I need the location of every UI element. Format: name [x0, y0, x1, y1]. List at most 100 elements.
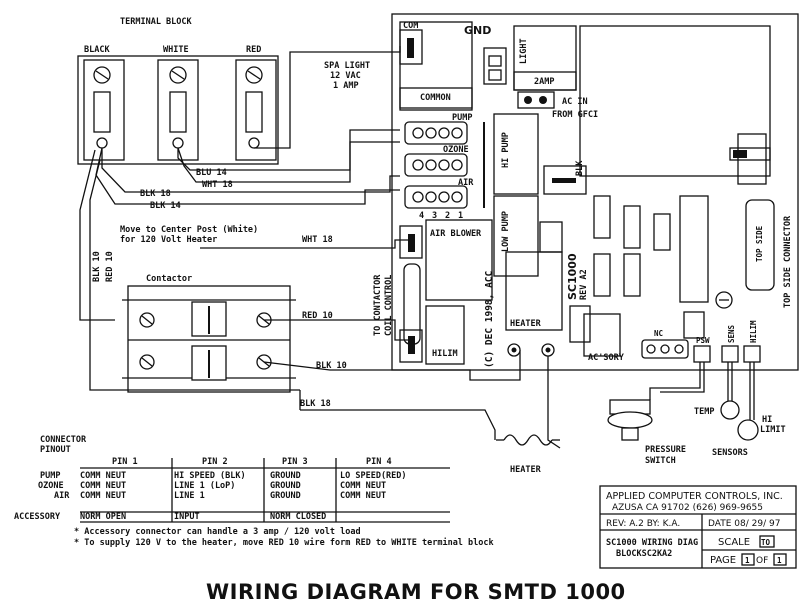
pinout-cell: GROUND — [270, 491, 301, 501]
terminal-block — [77, 55, 279, 165]
terminal-black-label: BLACK — [84, 45, 110, 55]
spa-light-line3: 1 AMP — [333, 81, 359, 91]
pinout-header-pin3: PIN 3 — [282, 457, 308, 467]
spa-light-line1: SPA LIGHT — [324, 61, 370, 71]
page-of-label: OF — [756, 556, 768, 566]
heater-label: HEATER — [510, 465, 542, 475]
pin-number-2: 2 — [445, 211, 450, 221]
contactor — [122, 285, 296, 393]
pinout-header-pin2: PIN 2 — [202, 457, 228, 467]
scale-label: SCALE — [718, 537, 750, 548]
pinout-row-name: ACCESSORY — [14, 512, 61, 522]
ozone-connector-label: OZONE — [443, 145, 469, 155]
pinout-header-pin1: PIN 1 — [112, 457, 138, 467]
pinout-title-line2: PINOUT — [40, 445, 71, 455]
wire-label-blk10: BLK 10 — [92, 251, 102, 282]
air-connector-label: AIR — [458, 178, 474, 188]
connector-pump — [404, 121, 468, 145]
blk-side-label: BLK — [575, 160, 585, 176]
contactor-coil-line2: COIL CONTROL — [384, 275, 394, 336]
pinout-row-name: OZONE — [38, 481, 64, 491]
pinout-cell: LO SPEED(RED) — [340, 471, 407, 481]
fuse-label: 2AMP — [534, 77, 554, 87]
wire-label-wht18-b: WHT 18 — [302, 235, 333, 245]
from-gfci-label: FROM GFCI — [552, 110, 598, 120]
revision-label: REV: A.2 BY: K.A. — [606, 519, 680, 529]
pressure-switch-line2: SWITCH — [645, 456, 676, 466]
top-side-connector-label: TOP SIDE CONNECTOR — [783, 215, 793, 308]
move-note-line2: for 120 Volt Heater — [120, 235, 217, 245]
terminal-screw-red — [245, 66, 263, 149]
pinout-cell: GROUND — [270, 481, 301, 491]
hi-limit-sensor — [737, 362, 759, 441]
low-pump-label: LOW PUMP — [501, 211, 511, 252]
accessory-label: AC'SORY — [588, 353, 625, 363]
pinout-cell: GROUND — [270, 471, 301, 481]
page-total: 1 — [777, 556, 782, 565]
model-rev-label: REV A2 — [579, 269, 589, 300]
pinout-cell: COMM NEUT — [340, 491, 386, 501]
pinout-table — [80, 458, 450, 523]
pinout-cell: HI SPEED (BLK) — [174, 471, 246, 481]
hi-limit-line2: LIMIT — [760, 425, 786, 435]
wire-label-blk14: BLK 14 — [150, 201, 181, 211]
wire-label-blk18-b: BLK 18 — [300, 399, 331, 409]
pinout-row-air: AIR COMM NEUT LINE 1 GROUND COMM NEUT — [54, 491, 386, 501]
pinout-cell: COMM NEUT — [80, 481, 126, 491]
nc-label: NC — [654, 329, 663, 338]
hi-limit-line1: HI — [762, 415, 772, 425]
description-line1: SC1000 WIRING DIAG — [606, 538, 698, 548]
pin-number-1: 1 — [458, 211, 463, 221]
date-label: DATE 08/ 29/ 97 — [708, 519, 780, 529]
pinout-cell: INPUT — [174, 512, 200, 522]
model-label: SC1000 — [566, 253, 579, 300]
page-title: WIRING DIAGRAM FOR SMTD 1000 — [206, 580, 626, 604]
board-heater-label: HEATER — [510, 319, 542, 329]
control-board — [391, 13, 799, 371]
pin-number-3: 3 — [432, 211, 437, 221]
board-hilim-label: HILIM — [432, 349, 458, 359]
hi-pump-label: HI PUMP — [501, 132, 511, 168]
pinout-row-name: AIR — [54, 491, 70, 501]
pinout-cell: COMM NEUT — [80, 491, 126, 501]
terminal-white-label: WHITE — [163, 45, 189, 55]
pinout-cell: LINE 1 (LoP) — [174, 481, 235, 491]
board-common-label: COMMON — [420, 93, 451, 103]
temp-sensor — [720, 362, 740, 420]
pinout-cell: LINE 1 — [174, 491, 205, 501]
pinout-row-accessory: ACCESSORY NORM OPEN INPUT NORM CLOSED — [14, 512, 326, 522]
pinout-cell: COMM NEUT — [80, 471, 126, 481]
wire-label-blk18-a: BLK 18 — [140, 189, 171, 199]
board-light-label: LIGHT — [519, 38, 529, 64]
page-number: 1 — [745, 556, 750, 565]
wire-label-blu14: BLU 14 — [196, 168, 227, 178]
pressure-switch-line1: PRESSURE — [645, 445, 686, 455]
wire-label-red10: RED 10 — [302, 311, 333, 321]
company-name: APPLIED COMPUTER CONTROLS, INC. — [606, 491, 783, 502]
pinout-note-1: * Accessory connector can handle a 3 amp… — [74, 527, 361, 537]
temp-label: TEMP — [694, 407, 714, 417]
ac-in-label: AC IN — [562, 97, 588, 107]
pump-connector-label: PUMP — [452, 113, 472, 123]
page-label: PAGE — [710, 555, 736, 566]
psw-label: PSW — [696, 336, 710, 345]
pinout-row-name: PUMP — [40, 471, 60, 481]
contactor-coil-line1: TO CONTACTOR — [373, 274, 383, 336]
move-note-line1: Move to Center Post (White) — [120, 224, 258, 235]
pinout-header-pin4: PIN 4 — [366, 457, 392, 467]
description-line2: BLOCKSC2KA2 — [616, 549, 672, 559]
company-address: AZUSA CA 91702 (626) 969-9655 — [612, 503, 763, 513]
pinout-cell: NORM CLOSED — [270, 512, 326, 522]
pinout-title-line1: CONNECTOR — [40, 435, 87, 445]
board-gnd-label: GND — [464, 24, 491, 37]
pin-number-4: 4 — [419, 211, 424, 221]
sens-label: SENS — [727, 324, 736, 343]
air-blower-label: AIR BLOWER — [430, 229, 482, 239]
terminal-block-label: TERMINAL BLOCK — [120, 17, 193, 27]
pinout-cell: NORM OPEN — [80, 512, 126, 522]
connector-air — [404, 185, 468, 209]
top-side-label: TOP SIDE — [755, 225, 764, 262]
contactor-label: Contactor — [146, 274, 192, 284]
contactor-wires — [200, 239, 561, 449]
